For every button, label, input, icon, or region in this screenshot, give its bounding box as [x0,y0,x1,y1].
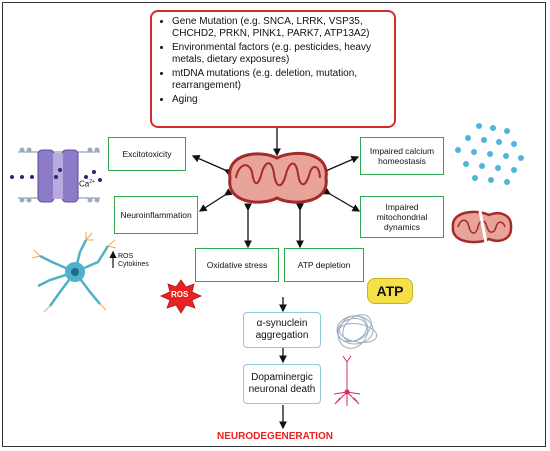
risk-factor-environment: Environmental factors (e.g. pesticides, … [172,42,388,66]
ros-label: ROS [118,253,134,260]
outcome-label: NEURODEGENERATION [217,431,333,442]
node-mitochondrial-dynamics: Impaired mitochondrial dynamics [360,196,444,238]
calcium-ion-label: Ca2+ [79,179,95,189]
atp-badge: ATP [367,278,413,304]
ros-badge-label: ROS [171,290,189,299]
arrow-mito-excitotoxicity [191,155,233,177]
fragmented-mitochondrion-icon [451,210,513,244]
calcium-particles-icon [455,123,524,185]
mitochondrion-icon [228,152,328,204]
risk-factor-mtdna: mtDNA mutations (e.g. deletion, mutation… [172,68,388,92]
node-excitotoxicity: Excitotoxicity [108,137,186,171]
node-synuclein-aggregation: α-synuclein aggregation [243,312,321,348]
risk-factor-gene: Gene Mutation (e.g. SNCA, LRRK, VSP35, C… [172,16,388,40]
node-atp-depletion: ATP depletion [284,248,364,282]
synuclein-tangle-icon [336,314,378,349]
calcium-charge-text: 2+ [89,179,95,185]
calcium-ion-text: Ca [79,179,90,189]
figure-frame [2,2,546,447]
node-neuronal-death: Dopaminergic neuronal death [243,364,321,404]
risk-factors-list: Gene Mutation (e.g. SNCA, LRRK, VSP35, C… [160,16,388,106]
arrow-mito-neuroinflammation [198,188,233,212]
neuron-icon [333,355,361,406]
ros-burst-icon [160,279,202,314]
risk-factor-aging: Aging [172,94,388,106]
node-neuroinflammation: Neuroinflammation [114,196,198,234]
cytokine-burst-icon [31,232,117,313]
arrow-mito-calcium [320,156,360,177]
node-oxidative-stress: Oxidative stress [195,248,279,282]
arrow-mito-dynamics [322,187,361,212]
cytokines-label: Cytokines [118,261,149,268]
node-calcium-homeostasis: Impaired calcium homeostasis [360,137,444,175]
risk-factors-box: Gene Mutation (e.g. SNCA, LRRK, VSP35, C… [150,10,396,128]
calcium-channel-icon [10,147,102,203]
